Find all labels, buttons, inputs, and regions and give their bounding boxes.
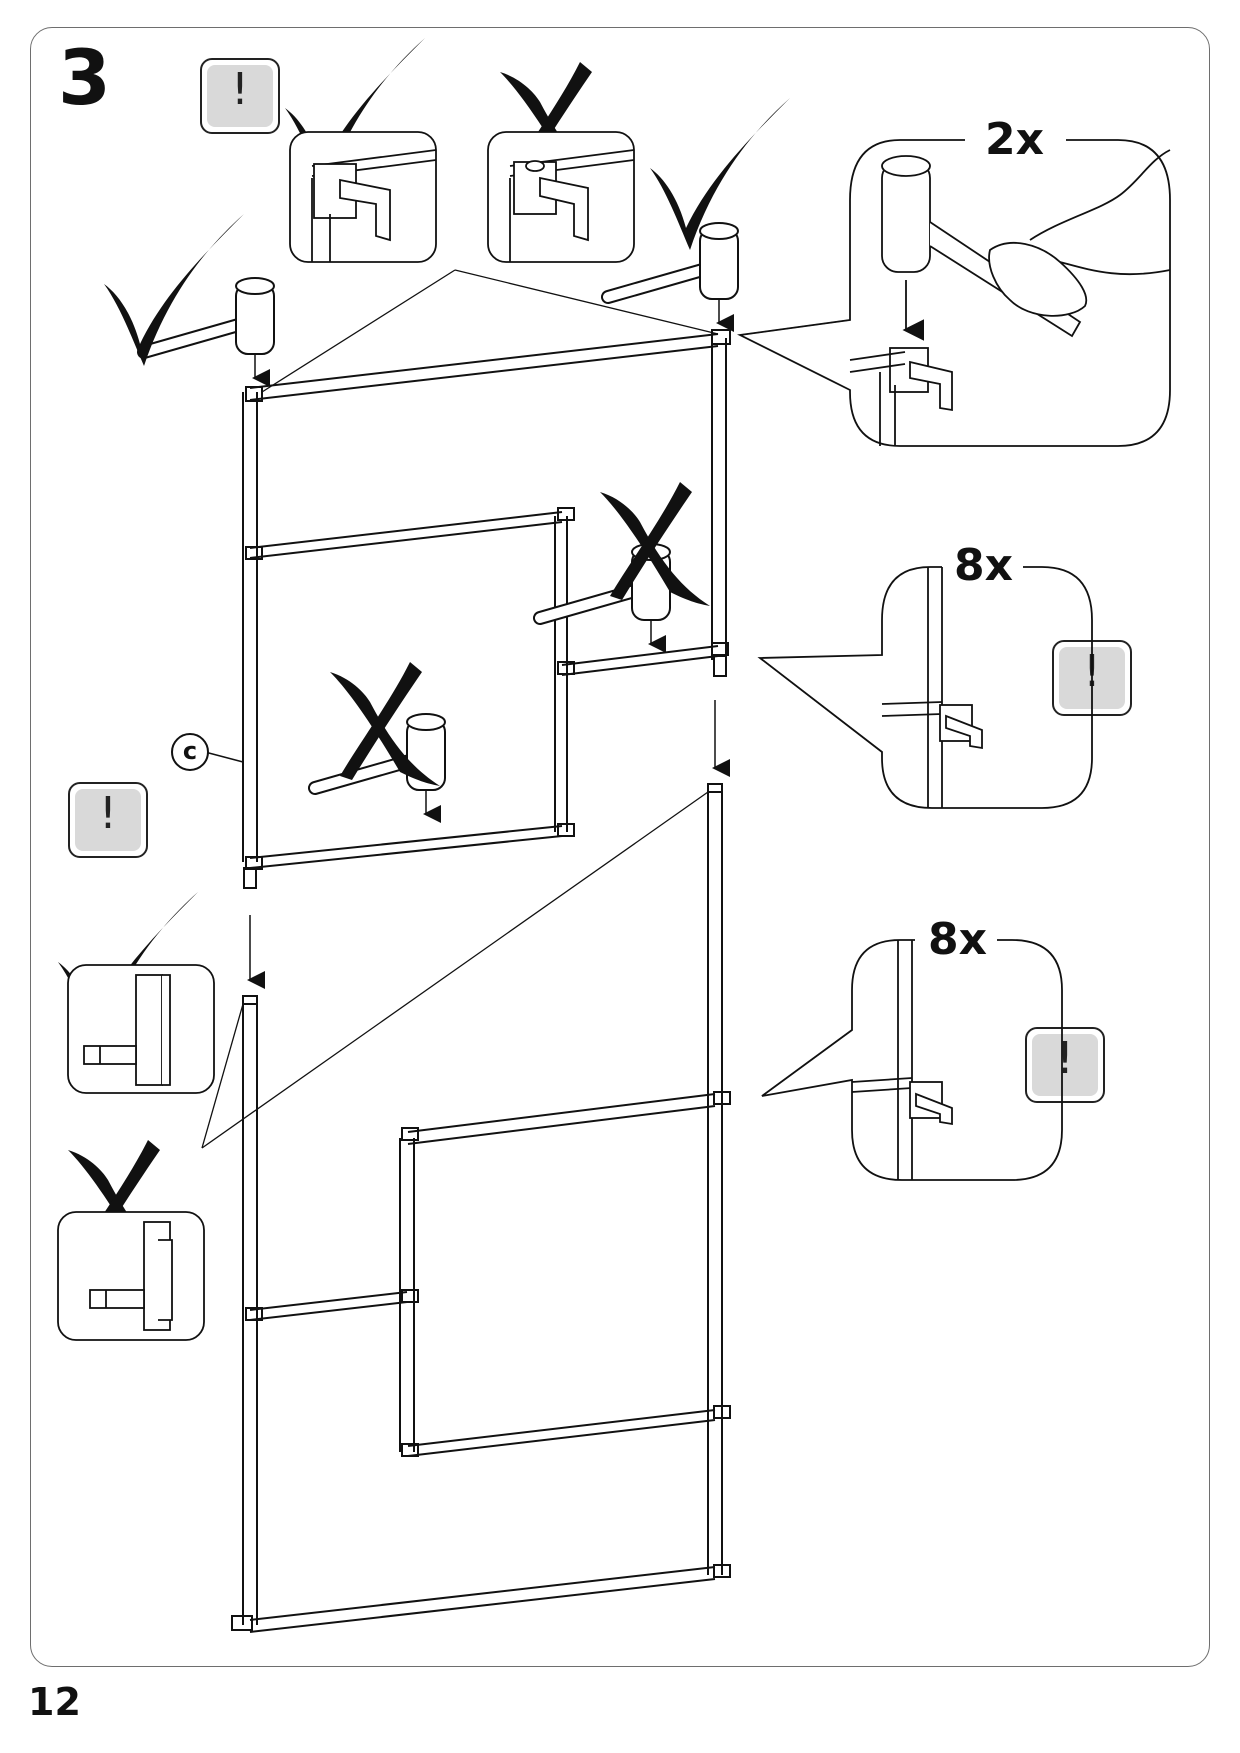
upper-frame bbox=[242, 329, 731, 889]
hinge-inset-correct bbox=[67, 964, 215, 1094]
quantity-label-2x: 2x bbox=[975, 118, 1054, 162]
part-label: c bbox=[171, 733, 209, 771]
callout-8x-middle bbox=[757, 566, 1093, 809]
quantity-label-8x: 8x bbox=[944, 544, 1023, 588]
detail-inset-correct bbox=[289, 131, 437, 263]
detail-inset-incorrect bbox=[487, 131, 635, 263]
lower-frame bbox=[231, 783, 731, 1633]
quantity-label-8x: 8x bbox=[918, 918, 997, 962]
step-number: 3 bbox=[58, 33, 111, 122]
callout-8x-lower bbox=[761, 939, 1063, 1181]
warning-icon: ! bbox=[1025, 1027, 1105, 1103]
page-number: 12 bbox=[28, 1680, 81, 1724]
warning-icon: ! bbox=[200, 58, 280, 134]
hinge-inset-incorrect bbox=[57, 1211, 205, 1341]
warning-icon: ! bbox=[68, 782, 148, 858]
callout-2x bbox=[736, 139, 1171, 447]
page-frame bbox=[30, 27, 1210, 1667]
